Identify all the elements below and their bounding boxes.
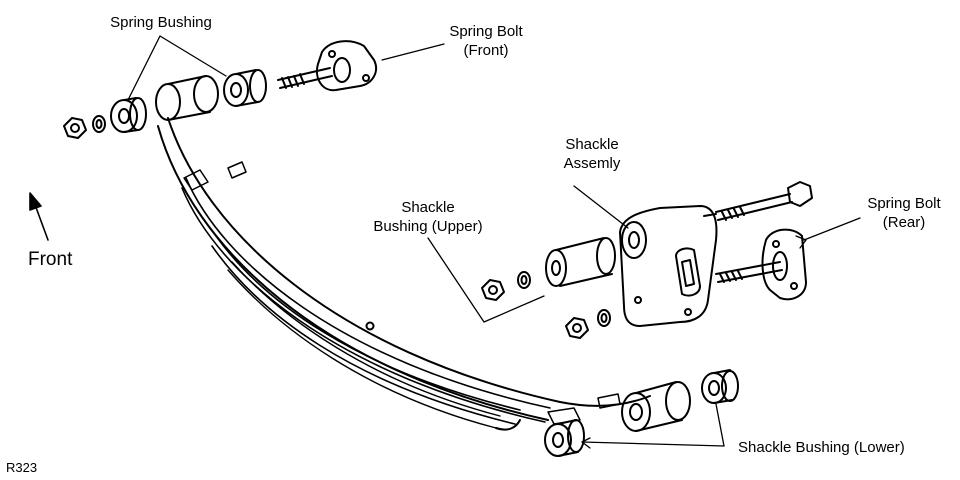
front-arrow bbox=[29, 192, 49, 241]
label-shackle-bushing-lower: Shackle Bushing (Lower) bbox=[738, 439, 905, 456]
label-shackle-assembly-line2: Assemly bbox=[563, 155, 621, 172]
label-shackle-bushing-upper-line1: Shackle bbox=[401, 199, 455, 216]
label-spring-bolt-front-line2: (Front) bbox=[463, 42, 509, 59]
leader-lines bbox=[127, 35, 861, 449]
label-spring-bolt-front-line1: Spring Bolt bbox=[449, 23, 523, 40]
rear-spring-bolt bbox=[715, 228, 807, 301]
label-spring-bolt-rear-line1: Spring Bolt bbox=[867, 195, 941, 212]
label-shackle-bushing-upper-line2: Bushing (Upper) bbox=[373, 218, 483, 235]
label-spring-bushing: Spring Bushing bbox=[110, 14, 212, 31]
figure-code: R323 bbox=[6, 460, 38, 475]
leaf-spring bbox=[155, 75, 691, 432]
lower-bushing-hardware bbox=[544, 369, 739, 457]
label-spring-bolt-rear-line2: (Rear) bbox=[882, 214, 926, 231]
label-shackle-assembly-line1: Shackle bbox=[565, 136, 619, 153]
front-hardware bbox=[63, 40, 378, 139]
label-front: Front bbox=[28, 249, 73, 270]
shackle-assembly bbox=[481, 181, 813, 339]
